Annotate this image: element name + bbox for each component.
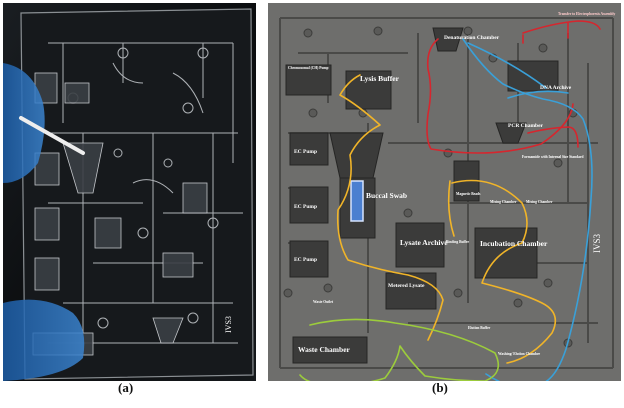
dna-archive-block [507, 60, 559, 92]
label-buccal-swab: Buccal Swab [366, 191, 407, 200]
photo-edge-mark: IVS3 [224, 316, 233, 333]
pcr-path [426, 20, 601, 154]
glove-bottom [3, 299, 85, 381]
ec-pump-3-block [289, 240, 329, 278]
label-mixing-chamber-2: Mixing Chamber [526, 200, 553, 204]
caption-a: (a) [118, 380, 134, 395]
swab-stick [19, 116, 85, 155]
lysis-path [336, 74, 557, 364]
pcr-chamber-block [495, 122, 527, 144]
label-mixing-chamber-1: Mixing Chamber [490, 200, 517, 204]
caption-b: (b) [432, 380, 448, 395]
label-transfer-electrophoresis: Transfer to Electrophoresis Assembly [558, 12, 616, 16]
chip-schematic: Chromosomal (CH) Pump Lysis Buffer EC Pu… [268, 3, 621, 381]
label-ec-pump-1: EC Pump [294, 149, 317, 155]
label-dna-archive: DNA Archive [540, 85, 572, 91]
label-magnetic-beads: Magnetic Beads [456, 192, 481, 196]
wash-path [462, 38, 593, 381]
label-pcr-chamber: PCR Chamber [508, 123, 544, 129]
label-denaturation-chamber: Denaturation Chamber [444, 35, 500, 41]
ec-pump-1-block [289, 132, 329, 166]
label-ec-pump-3: EC Pump [294, 257, 317, 263]
label-waste-chamber: Waste Chamber [298, 345, 351, 354]
label-washing-elution-chamber: Washing/ Elution Chamber [498, 352, 541, 356]
photo-panel-a: IVS3 [3, 3, 256, 381]
swab-insert [350, 180, 364, 222]
waste-chamber-block [292, 336, 368, 364]
ec-pump-2-block [289, 186, 329, 224]
label-binding-buffer: Binding Buffer [446, 240, 469, 244]
glove-left [3, 63, 45, 183]
label-waste-outlet: Waste Outlet [313, 300, 334, 304]
denaturation-block [432, 27, 464, 52]
lysate-archive-block [395, 222, 445, 268]
label-lysate-archive: Lysate Archive [400, 238, 448, 247]
chromosomal-pump-block [285, 64, 332, 96]
label-metered-lysate: Metered Lysate [388, 283, 425, 289]
label-formamide: Formamide with Internal Size Standard [522, 155, 584, 159]
chip-photo: IVS3 [3, 3, 256, 381]
schematic-panel-b: Chromosomal (CH) Pump Lysis Buffer EC Pu… [268, 3, 621, 381]
label-chip-mark: IVS3 [592, 233, 602, 253]
label-elution-buffer: Elution Buffer [468, 326, 491, 330]
waste-path [299, 318, 500, 381]
schematic-labels: Chromosomal (CH) Pump Lysis Buffer EC Pu… [288, 12, 616, 356]
incubation-chamber-block [474, 227, 538, 279]
metered-lysate-block [385, 272, 437, 310]
label-ec-pump-2: EC Pump [294, 204, 317, 210]
label-chromosomal-pump: Chromosomal (CH) Pump [288, 66, 328, 70]
label-incubation-chamber: Incubation Chamber [480, 239, 548, 248]
label-lysis-buffer: Lysis Buffer [360, 74, 400, 83]
